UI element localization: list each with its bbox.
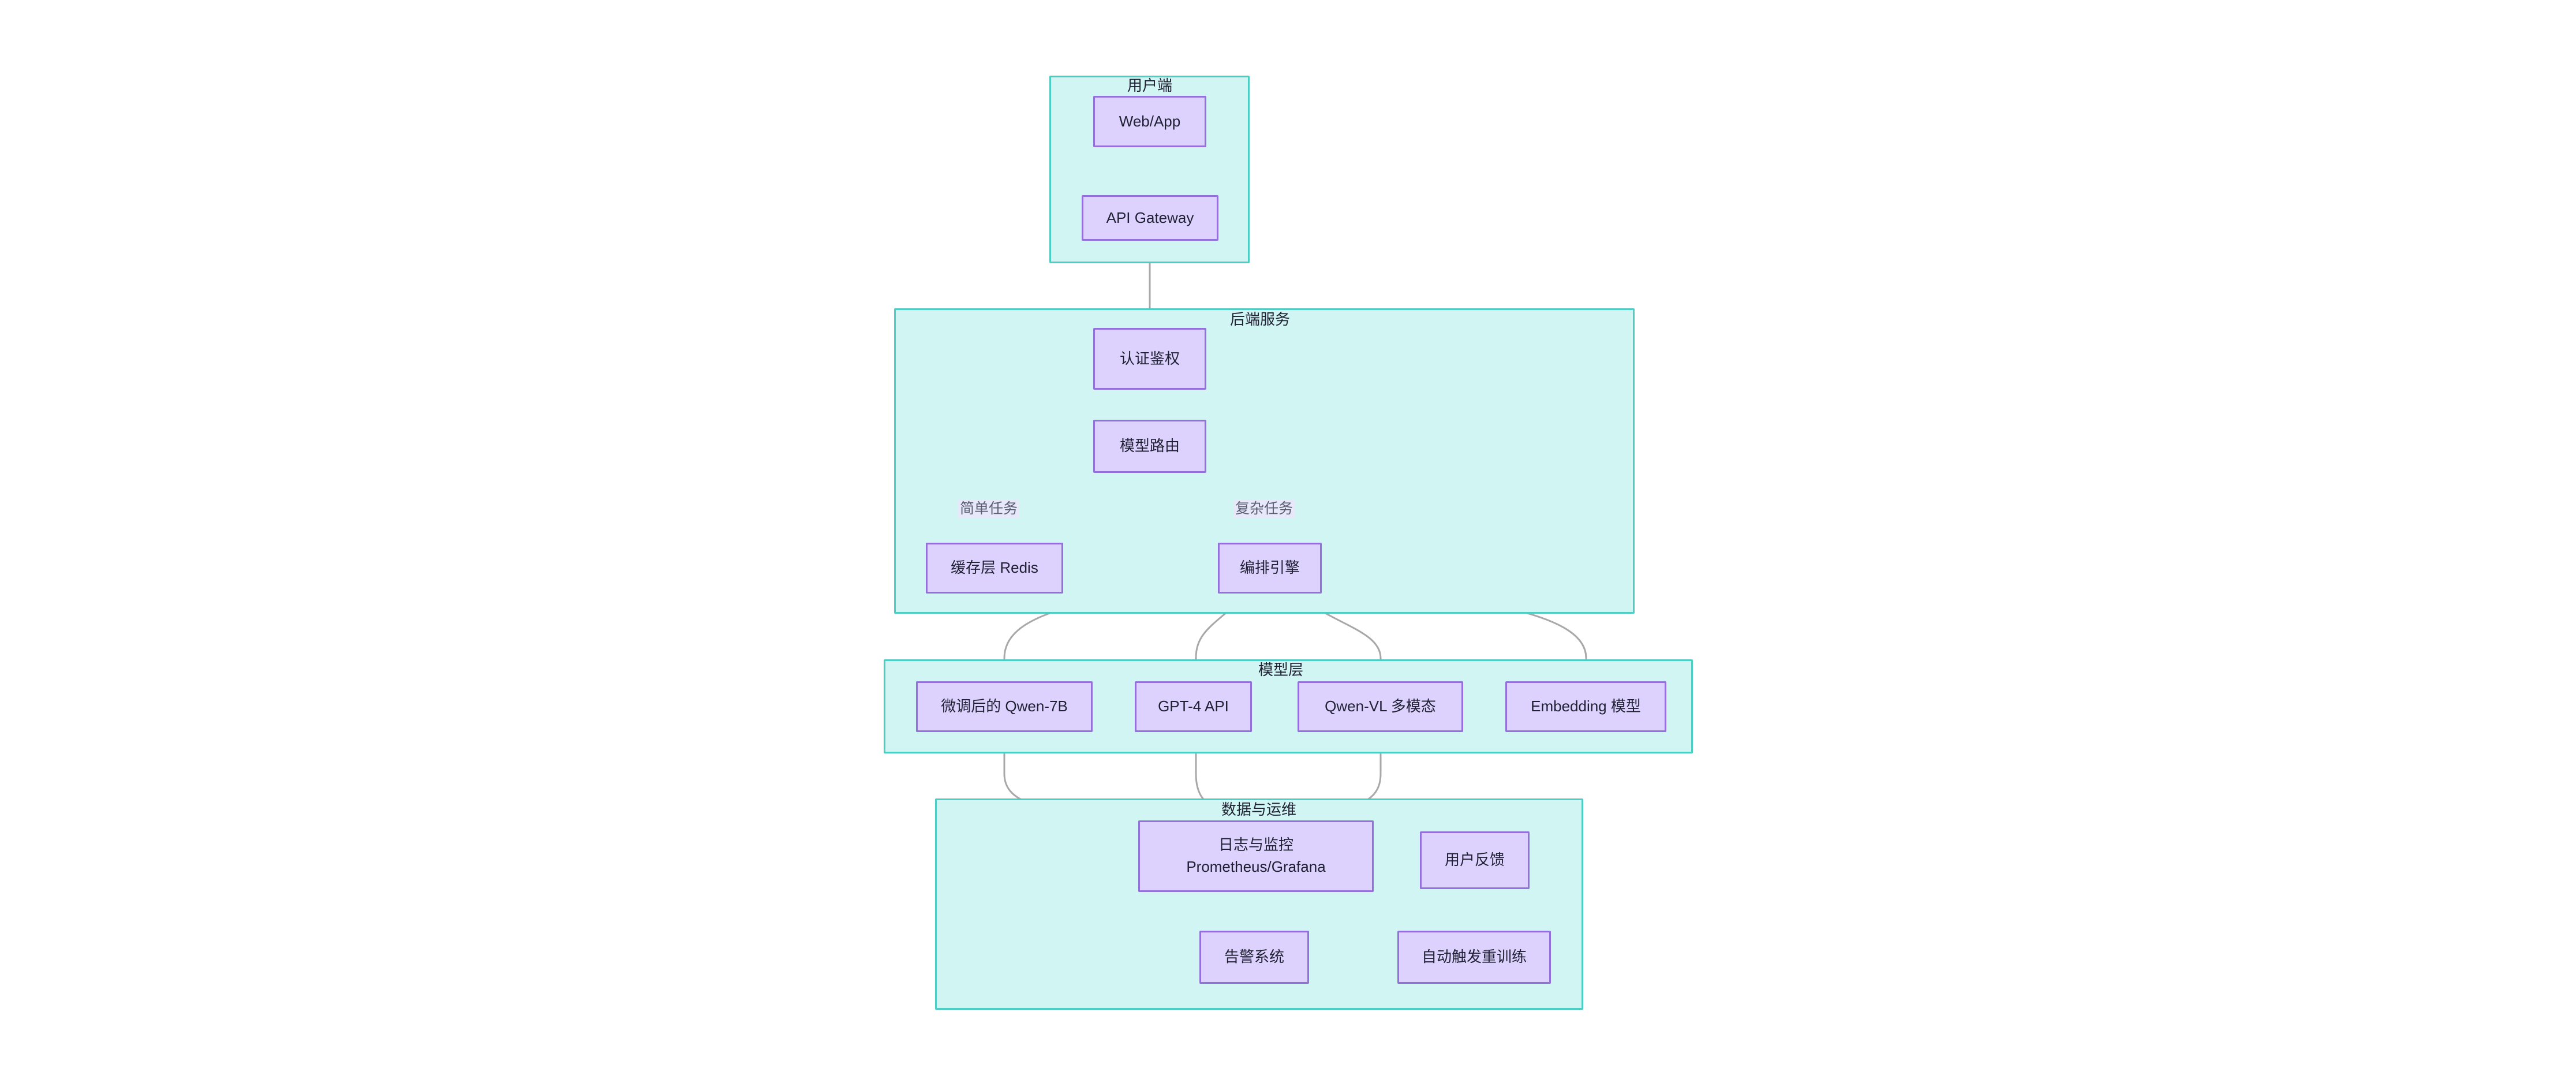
node-auth-label: 认证鉴权	[1119, 349, 1180, 367]
node-retrain-label: 自动触发重训练	[1421, 948, 1527, 966]
cluster-models-title: 模型层	[1258, 661, 1304, 678]
node-qwen7b-label: 微调后的 Qwen-7B	[941, 697, 1068, 715]
cluster-ops-title: 数据与运维	[1221, 801, 1297, 818]
node-router-label: 模型路由	[1119, 437, 1180, 455]
node-feedback-label: 用户反馈	[1444, 851, 1505, 869]
node-monitoring[interactable]: 日志与监控 Prometheus/Grafana	[1138, 820, 1374, 892]
node-monitoring-label: 日志与监控	[1218, 836, 1293, 854]
cluster-backend-title: 后端服务	[1230, 311, 1291, 328]
node-qwen7b[interactable]: 微调后的 Qwen-7B	[916, 681, 1093, 732]
node-web-app[interactable]: Web/App	[1093, 96, 1206, 147]
node-orchestrator-label: 编排引擎	[1239, 559, 1300, 577]
node-web-app-label: Web/App	[1119, 112, 1181, 130]
node-gpt4[interactable]: GPT-4 API	[1135, 681, 1252, 732]
node-embedding[interactable]: Embedding 模型	[1505, 681, 1666, 732]
node-feedback[interactable]: 用户反馈	[1420, 831, 1530, 889]
node-retrain[interactable]: 自动触发重训练	[1397, 931, 1551, 984]
node-router[interactable]: 模型路由	[1093, 420, 1206, 473]
cluster-client-title: 用户端	[1127, 77, 1173, 94]
node-api-gateway-label: API Gateway	[1106, 208, 1194, 226]
node-auth[interactable]: 认证鉴权	[1093, 328, 1206, 390]
node-qwenvl[interactable]: Qwen-VL 多模态	[1298, 681, 1463, 732]
node-alerting-label: 告警系统	[1224, 948, 1284, 966]
edge-label-complex-task: 复杂任务	[1233, 499, 1295, 519]
node-orchestrator[interactable]: 编排引擎	[1218, 543, 1322, 594]
node-cache[interactable]: 缓存层 Redis	[926, 543, 1063, 594]
node-cache-label: 缓存层 Redis	[951, 559, 1038, 577]
node-api-gateway[interactable]: API Gateway	[1082, 195, 1218, 241]
node-alerting[interactable]: 告警系统	[1199, 931, 1309, 984]
edge-label-simple-task: 简单任务	[958, 499, 1020, 519]
node-monitoring-label-line2: Prometheus/Grafana	[1186, 858, 1326, 875]
node-embedding-label: Embedding 模型	[1531, 697, 1641, 715]
node-gpt4-label: GPT-4 API	[1158, 697, 1229, 715]
node-qwenvl-label: Qwen-VL 多模态	[1325, 697, 1436, 715]
